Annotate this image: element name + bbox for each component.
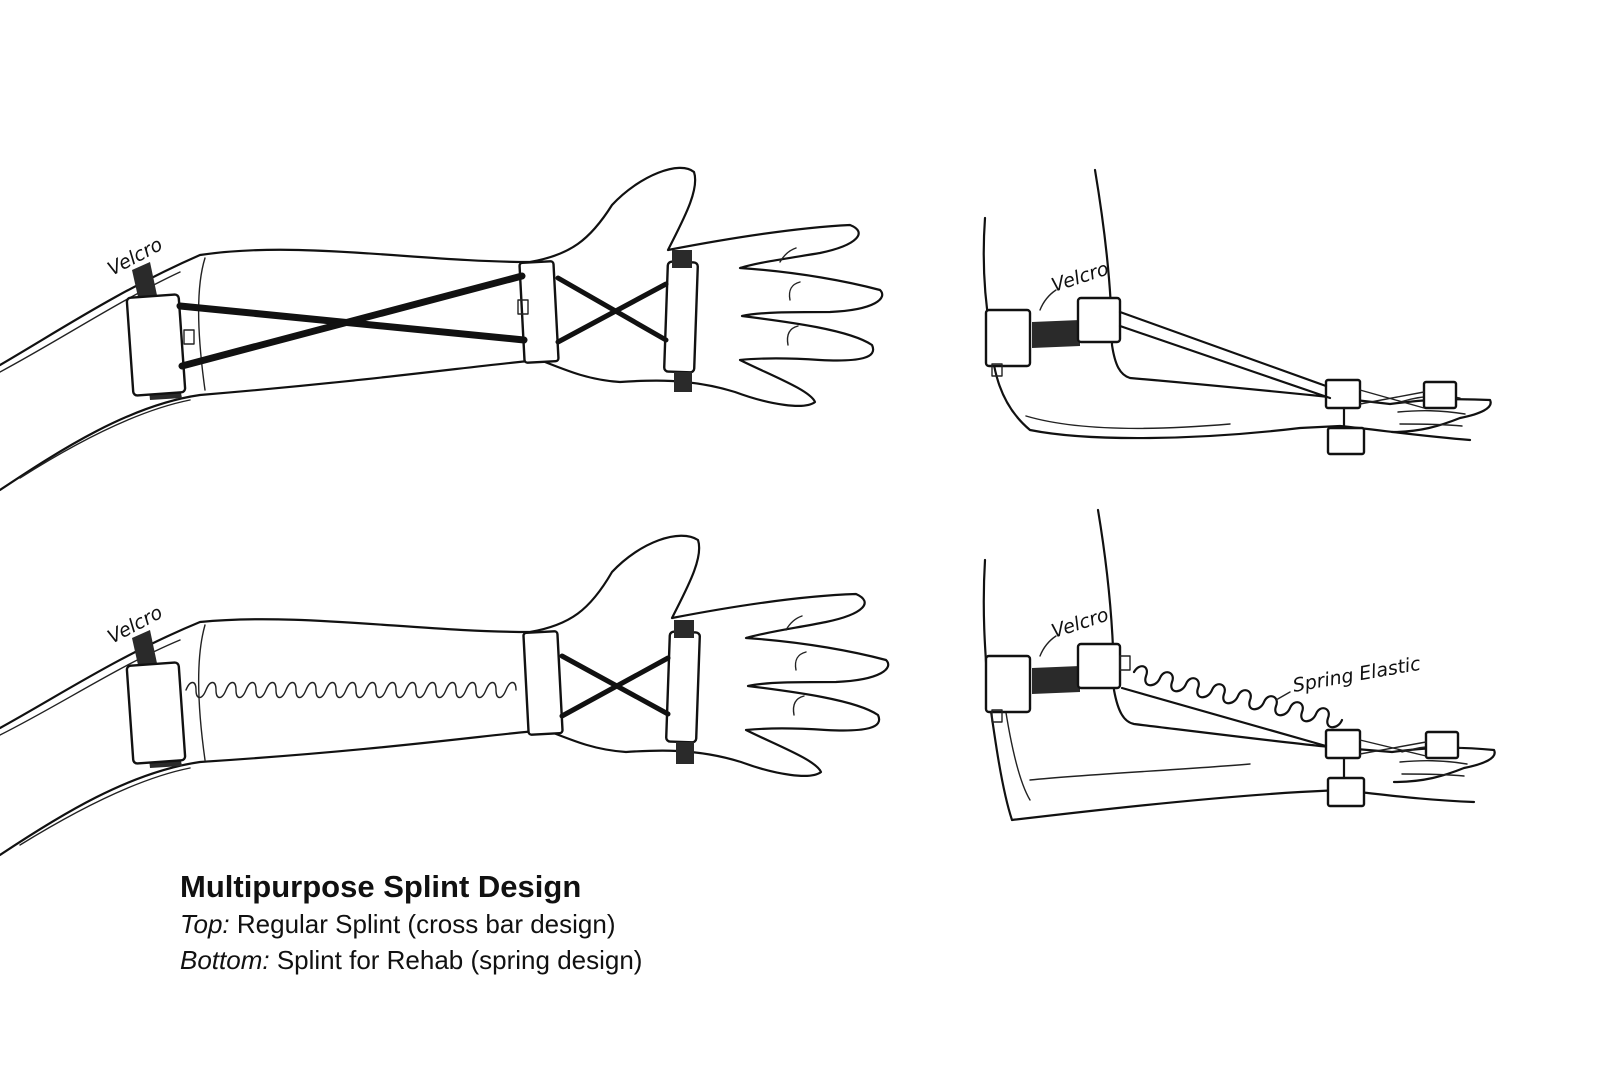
bottom-right-velcro-label: Velcro (1049, 604, 1112, 643)
caption-block: Multipurpose Splint Design Top: Regular … (180, 868, 642, 978)
caption-top-line: Top: Regular Splint (cross bar design) (180, 906, 642, 942)
top-right-velcro-label: Velcro (1049, 258, 1112, 297)
top-forearm-crossbar-sketch: Velcro (0, 168, 882, 490)
caption-bottom-lead: Bottom: (180, 945, 270, 975)
caption-bottom-text: Splint for Rehab (spring design) (277, 945, 643, 975)
caption-title: Multipurpose Splint Design (180, 868, 642, 906)
caption-bottom-line: Bottom: Splint for Rehab (spring design) (180, 942, 642, 978)
top-elbow-crossbar-sketch: Velcro (984, 170, 1491, 454)
bottom-forearm-spring-sketch: Velcro (0, 536, 888, 855)
caption-top-lead: Top: (180, 909, 230, 939)
caption-top-text: Regular Splint (cross bar design) (237, 909, 616, 939)
bottom-elbow-spring-sketch: Velcro Spring Elastic (984, 510, 1495, 820)
spring-elastic-label: Spring Elastic (1291, 653, 1423, 697)
